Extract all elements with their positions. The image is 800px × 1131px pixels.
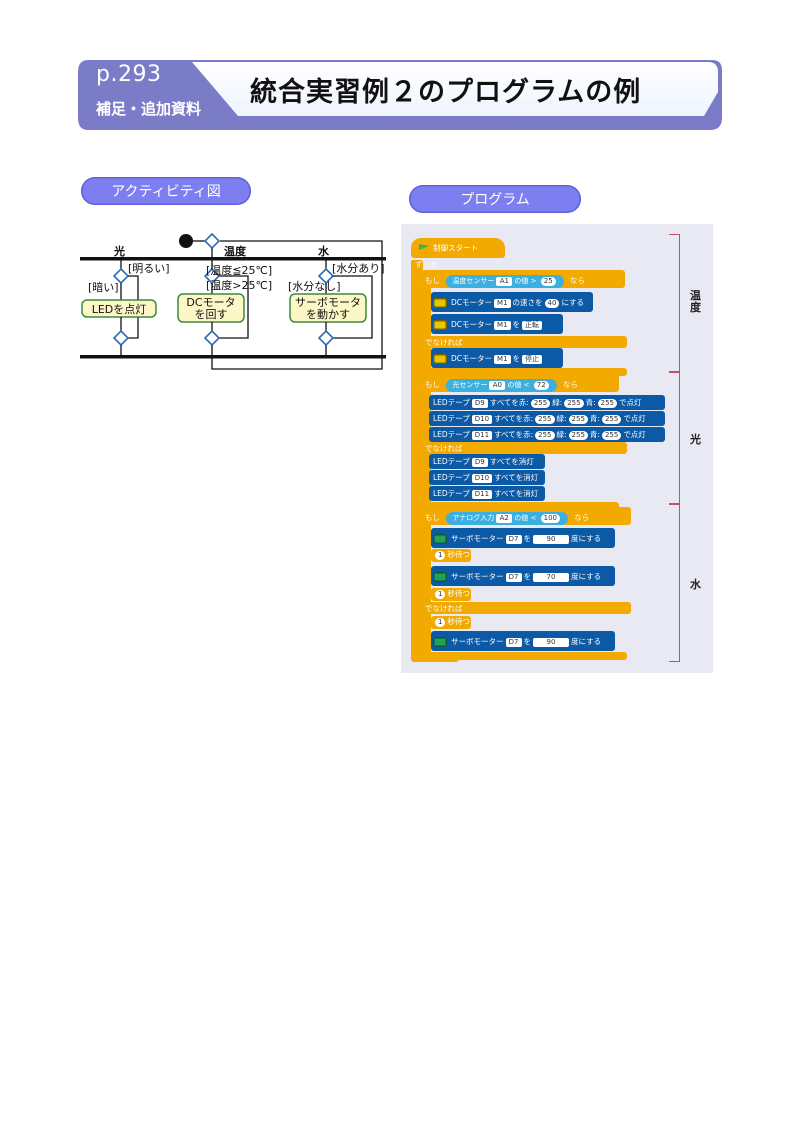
servo-icon [433, 534, 447, 544]
section-subtitle: 補足・追加資料 [96, 100, 202, 118]
guard-temp-high: [温度>25℃] [206, 278, 272, 292]
start-hat-text: 制御スタート [419, 244, 478, 253]
action-dc-line2: を回す [195, 308, 228, 321]
header-banner [78, 60, 722, 130]
action-led [81, 299, 157, 318]
if-light-foot [421, 502, 619, 510]
merge-light [112, 329, 130, 347]
action-dc-line1: DCモータ [186, 296, 235, 309]
if-water-foot [421, 652, 627, 660]
page-title: 統合実習例２のプログラムの例 [250, 77, 642, 108]
fork-bar [80, 257, 386, 261]
dc-motor-icon [433, 354, 447, 364]
if-water-arm [421, 525, 431, 653]
program-label: プログラム [409, 185, 581, 213]
section-water-label: 水 [690, 578, 701, 591]
servo-icon [433, 637, 447, 647]
page-number: p.293 [96, 62, 162, 87]
dc-motor-icon [433, 320, 447, 330]
section-temp-label: 温度 [690, 289, 701, 314]
column-light: 光 [113, 244, 125, 258]
guard-water-no: [水分なし] [288, 280, 341, 293]
else-temp-bar [421, 336, 627, 348]
section-light-label: 光 [690, 433, 701, 446]
action-servo-line2: を動かす [306, 307, 350, 321]
if-temp-arm [421, 288, 431, 372]
join-bar [80, 355, 386, 359]
servo-70-block [431, 566, 615, 586]
servo-90-block [431, 528, 615, 548]
if-temp-foot [421, 368, 627, 376]
else-water-bar [421, 602, 631, 614]
else-temp-label: でなければ [425, 338, 463, 347]
column-water: 水 [318, 244, 330, 258]
guard-dark: [暗い] [88, 280, 119, 294]
merge-water [317, 329, 335, 347]
bracket-light [669, 372, 680, 504]
bracket-water [669, 504, 680, 662]
guard-water-yes: [水分あり] [332, 262, 385, 275]
activity-diagram-label: アクティビティ図 [81, 177, 251, 205]
forever-label: ずっと [415, 260, 438, 269]
action-servo [289, 293, 367, 323]
action-servo-line1: サーボモータ [295, 296, 361, 309]
dc-motor-icon [433, 298, 447, 308]
guard-bright: [明るい] [128, 262, 170, 275]
action-dc-motor [177, 293, 245, 323]
bracket-temp [669, 234, 680, 372]
servo-icon [433, 572, 447, 582]
else-water-label: でなければ [425, 604, 463, 613]
servo-90b-block [431, 631, 615, 651]
start-hat-block [411, 238, 505, 258]
action-led-text: LEDを点灯 [92, 303, 147, 316]
merge-temp [203, 329, 221, 347]
else-light-label: でなければ [425, 444, 463, 453]
guard-temp-low: [温度≦25℃] [206, 263, 272, 277]
initial-node [179, 234, 193, 248]
merge-diamond [203, 232, 221, 250]
green-flag-icon [419, 244, 429, 251]
activity-diagram: 光 温度 水 [明るい] [暗い] LEDを点灯 [温度≦25℃] [温度>25… [80, 232, 386, 370]
else-light-bar [421, 442, 627, 454]
column-temp: 温度 [224, 244, 247, 258]
forever-block-arm [411, 260, 423, 660]
